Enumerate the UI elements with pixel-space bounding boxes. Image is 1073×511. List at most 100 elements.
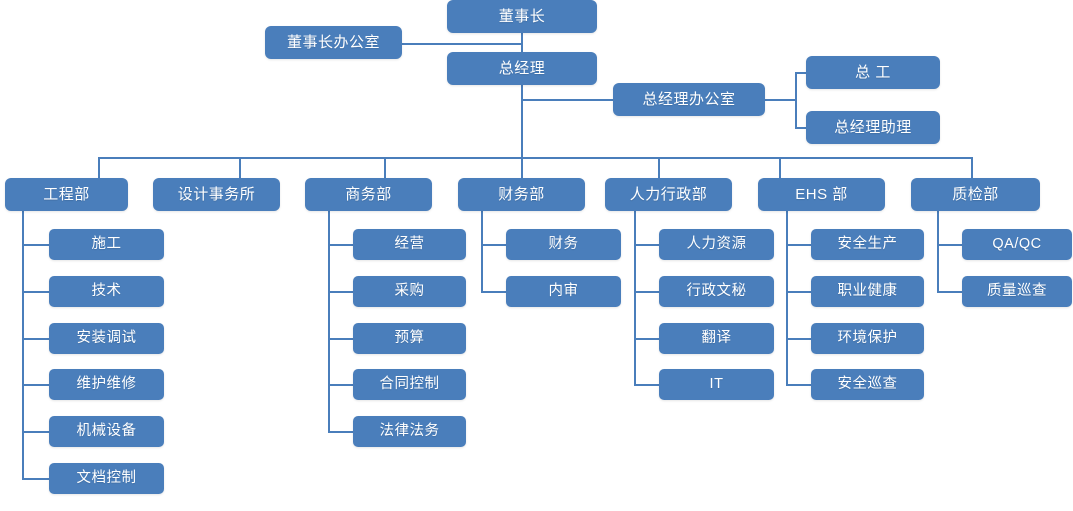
- node-label: 安装调试: [76, 330, 137, 347]
- connector-finance-child-1: [481, 244, 507, 246]
- connector-gm-to-gm-office: [521, 99, 614, 101]
- node-label: 安全生产: [837, 236, 898, 253]
- connector-dept-stem-1: [98, 157, 100, 179]
- node-label: 内审: [548, 283, 579, 300]
- connector-chairman-down: [521, 33, 523, 52]
- connector-finance-child-2: [481, 291, 507, 293]
- node-hr-child-admin-secretary[interactable]: 行政文秘: [659, 276, 774, 307]
- node-engineering-child-maintenance[interactable]: 维护维修: [49, 369, 164, 400]
- connector-ehs-child-2: [786, 291, 812, 293]
- connector-bus-extension-right: [779, 157, 973, 159]
- node-label: 合同控制: [379, 376, 440, 393]
- node-ehs-child-occupational-health[interactable]: 职业健康: [811, 276, 924, 307]
- connector-business-rail: [328, 209, 330, 433]
- node-general-manager[interactable]: 总经理: [447, 52, 597, 85]
- node-ehs-child-environmental-protection[interactable]: 环境保护: [811, 323, 924, 354]
- node-label: 财务: [548, 236, 579, 253]
- connector-finance-rail: [481, 209, 483, 293]
- connector-business-child-5: [328, 431, 354, 433]
- connector-hr-child-4: [634, 384, 660, 386]
- connector-engineering-child-2: [22, 291, 50, 293]
- node-gm-office-label: 总经理办公室: [642, 91, 736, 108]
- connector-qa-rail: [937, 209, 939, 293]
- connector-hr-child-1: [634, 244, 660, 246]
- node-ehs-child-safety-production[interactable]: 安全生产: [811, 229, 924, 260]
- node-department-design[interactable]: 设计事务所: [153, 178, 280, 211]
- connector-rail-to-gm-assistant: [795, 127, 807, 129]
- node-label: 施工: [91, 236, 122, 253]
- node-finance-child-accounting[interactable]: 财务: [506, 229, 621, 260]
- connector-dept-stem-2: [239, 157, 241, 179]
- node-general-manager-label: 总经理: [498, 60, 546, 77]
- connector-business-child-2: [328, 291, 354, 293]
- connector-gm-office-right: [765, 99, 796, 101]
- node-hr-child-it[interactable]: IT: [659, 369, 774, 400]
- node-gm-assistant[interactable]: 总经理助理: [806, 111, 940, 144]
- node-department-hr[interactable]: 人力行政部: [605, 178, 732, 211]
- node-qa-child-qaqc[interactable]: QA/QC: [962, 229, 1072, 260]
- connector-hr-child-3: [634, 338, 660, 340]
- node-ehs-child-safety-inspection[interactable]: 安全巡查: [811, 369, 924, 400]
- connector-chairman-office: [401, 43, 522, 45]
- node-department-finance[interactable]: 财务部: [458, 178, 585, 211]
- connector-engineering-child-4: [22, 384, 50, 386]
- node-label: IT: [709, 376, 724, 393]
- node-department-business[interactable]: 商务部: [305, 178, 432, 211]
- node-label: 环境保护: [837, 330, 898, 347]
- node-label: 采购: [394, 283, 425, 300]
- connector-dept-stem-7: [971, 157, 973, 179]
- node-label: 翻译: [701, 330, 732, 347]
- connector-dept-stem-5: [658, 157, 660, 179]
- node-chairman[interactable]: 董事长: [447, 0, 597, 33]
- node-engineering-child-construction[interactable]: 施工: [49, 229, 164, 260]
- node-chairman-office-label: 董事长办公室: [286, 34, 380, 51]
- connector-qa-child-2: [937, 291, 963, 293]
- connector-business-child-3: [328, 338, 354, 340]
- node-chief-engineer[interactable]: 总 工: [806, 56, 940, 89]
- node-engineering-child-installation[interactable]: 安装调试: [49, 323, 164, 354]
- node-hr-child-human-resources[interactable]: 人力资源: [659, 229, 774, 260]
- node-label: 技术: [91, 283, 122, 300]
- connector-business-child-4: [328, 384, 354, 386]
- node-qa-child-quality-inspection[interactable]: 质量巡查: [962, 276, 1072, 307]
- node-department-business-label: 商务部: [345, 186, 392, 203]
- node-business-child-legal[interactable]: 法律法务: [353, 416, 466, 447]
- node-engineering-child-technology[interactable]: 技术: [49, 276, 164, 307]
- node-finance-child-internal-audit[interactable]: 内审: [506, 276, 621, 307]
- node-engineering-child-machinery[interactable]: 机械设备: [49, 416, 164, 447]
- connector-engineering-child-1: [22, 244, 50, 246]
- node-department-hr-label: 人力行政部: [629, 186, 708, 203]
- node-chairman-office[interactable]: 董事长办公室: [265, 26, 402, 59]
- node-gm-office[interactable]: 总经理办公室: [613, 83, 765, 116]
- node-department-engineering[interactable]: 工程部: [5, 178, 128, 211]
- node-engineering-child-document-control[interactable]: 文档控制: [49, 463, 164, 494]
- node-business-child-operations[interactable]: 经营: [353, 229, 466, 260]
- node-label: 预算: [394, 330, 425, 347]
- node-department-ehs[interactable]: EHS 部: [758, 178, 885, 211]
- node-department-qa-label: 质检部: [952, 186, 999, 203]
- connector-engineering-rail: [22, 209, 24, 479]
- node-label: 维护维修: [76, 376, 137, 393]
- connector-department-bus: [98, 157, 779, 159]
- node-business-child-budget[interactable]: 预算: [353, 323, 466, 354]
- connector-dept-stem-4: [521, 157, 523, 179]
- node-label: 行政文秘: [686, 283, 747, 300]
- node-label: 法律法务: [379, 423, 440, 440]
- connector-business-child-1: [328, 244, 354, 246]
- connector-ehs-child-3: [786, 338, 812, 340]
- node-business-child-contract-control[interactable]: 合同控制: [353, 369, 466, 400]
- node-department-engineering-label: 工程部: [43, 186, 90, 203]
- node-label: 职业健康: [837, 283, 898, 300]
- connector-gm-down: [521, 85, 523, 157]
- connector-dept-stem-3: [384, 157, 386, 179]
- node-department-finance-label: 财务部: [498, 186, 545, 203]
- node-label: 质量巡查: [987, 283, 1047, 300]
- connector-engineering-child-3: [22, 338, 50, 340]
- node-gm-assistant-label: 总经理助理: [834, 119, 912, 136]
- node-department-design-label: 设计事务所: [177, 186, 256, 203]
- node-department-qa[interactable]: 质检部: [911, 178, 1040, 211]
- node-label: QA/QC: [992, 236, 1042, 253]
- node-hr-child-translation[interactable]: 翻译: [659, 323, 774, 354]
- connector-qa-child-1: [937, 244, 963, 246]
- node-business-child-procurement[interactable]: 采购: [353, 276, 466, 307]
